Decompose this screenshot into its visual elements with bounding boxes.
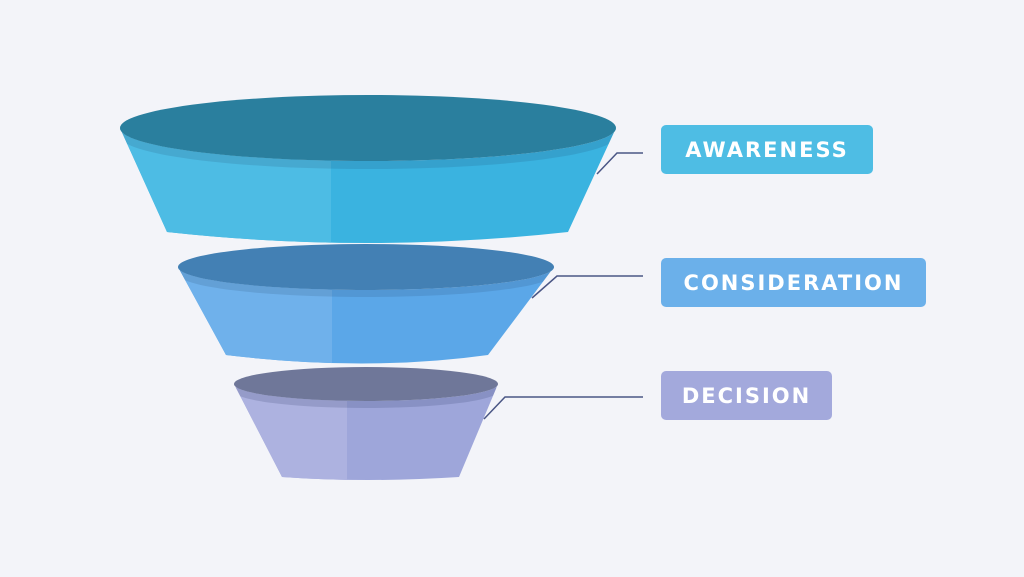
funnel-stage-awareness	[120, 95, 643, 243]
stage-top-ellipse	[120, 95, 616, 161]
connector-line-awareness	[596, 152, 643, 175]
connector-line-consideration	[531, 275, 643, 299]
stage-top-ellipse	[178, 244, 554, 290]
connector-line-decision	[483, 396, 643, 420]
stage-label-text: AWARENESS	[685, 137, 849, 162]
stage-label-text: CONSIDERATION	[683, 270, 904, 295]
stage-label-consideration: CONSIDERATION	[661, 258, 926, 307]
stage-label-awareness: AWARENESS	[661, 125, 873, 174]
stage-top-ellipse	[234, 367, 498, 401]
stage-label-text: DECISION	[681, 383, 812, 408]
funnel-stage-decision	[234, 367, 643, 480]
stage-label-decision: DECISION	[661, 371, 832, 420]
funnel-stage-consideration	[178, 244, 643, 364]
